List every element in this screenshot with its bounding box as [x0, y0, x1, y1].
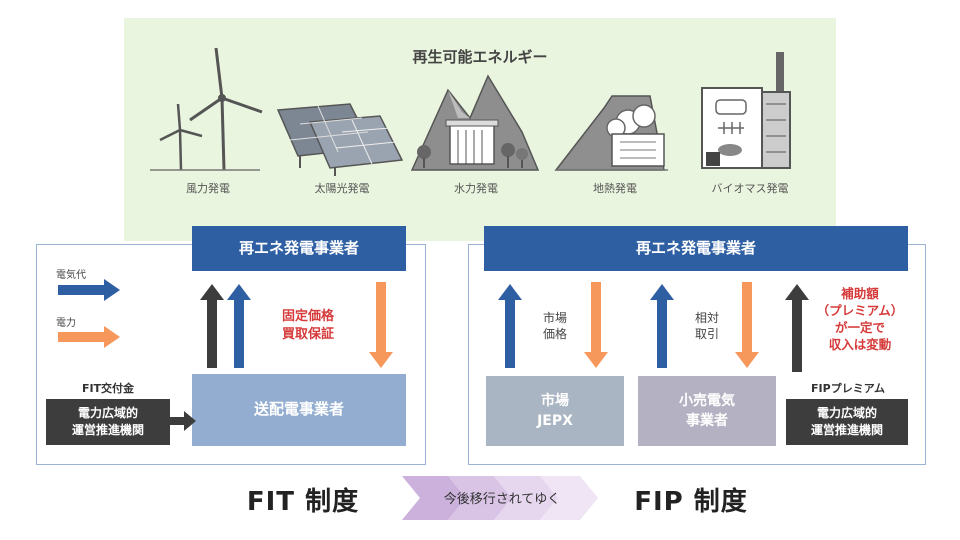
legend-money-label: 電気代 [56, 270, 86, 281]
premium-subsidy-text: 補助額 （プレミアム） が一定で 収入は変動 [816, 286, 904, 352]
plant-label-geothermal: 地熱発電 [593, 182, 637, 195]
plant-label-biomass: バイオマス発電 [711, 182, 789, 195]
fit-system-title: FIT 制度 [246, 487, 360, 517]
plant-label-solar: 太陽光発電 [314, 182, 370, 195]
fit-power-producer-box: 再エネ発電事業者 [192, 226, 406, 271]
market-price-text: 市場 価格 [542, 311, 567, 342]
fit-grant-label: FIT交付金 [81, 382, 135, 395]
retailer-box: 小売電気 事業者 [638, 376, 776, 446]
fip-occto-box: 電力広域的 運営推進機関 [786, 399, 908, 445]
fip-power-producer-box: 再エネ発電事業者 [484, 226, 908, 271]
fip-premium-label: FIPプレミアム [811, 382, 885, 395]
fip-system-title: FIP 制度 [634, 487, 748, 517]
plant-label-wind: 風力発電 [186, 182, 230, 195]
bilateral-trade-text: 相対 取引 [694, 311, 719, 342]
fixed-price-guarantee-text: 固定価格 買取保証 [281, 309, 334, 342]
td-operator-box: 送配電事業者 [192, 374, 406, 446]
legend-power-label: 電力 [56, 318, 76, 329]
renewable-energy-title: 再生可能エネルギー [412, 48, 548, 66]
transition-text: 今後移行されてゆく [443, 492, 561, 507]
plant-label-hydro: 水力発電 [454, 182, 498, 195]
market-jepx-box: 市場 JEPX [486, 376, 624, 446]
fit-occto-box: 電力広域的 運営推進機関 [46, 399, 170, 445]
